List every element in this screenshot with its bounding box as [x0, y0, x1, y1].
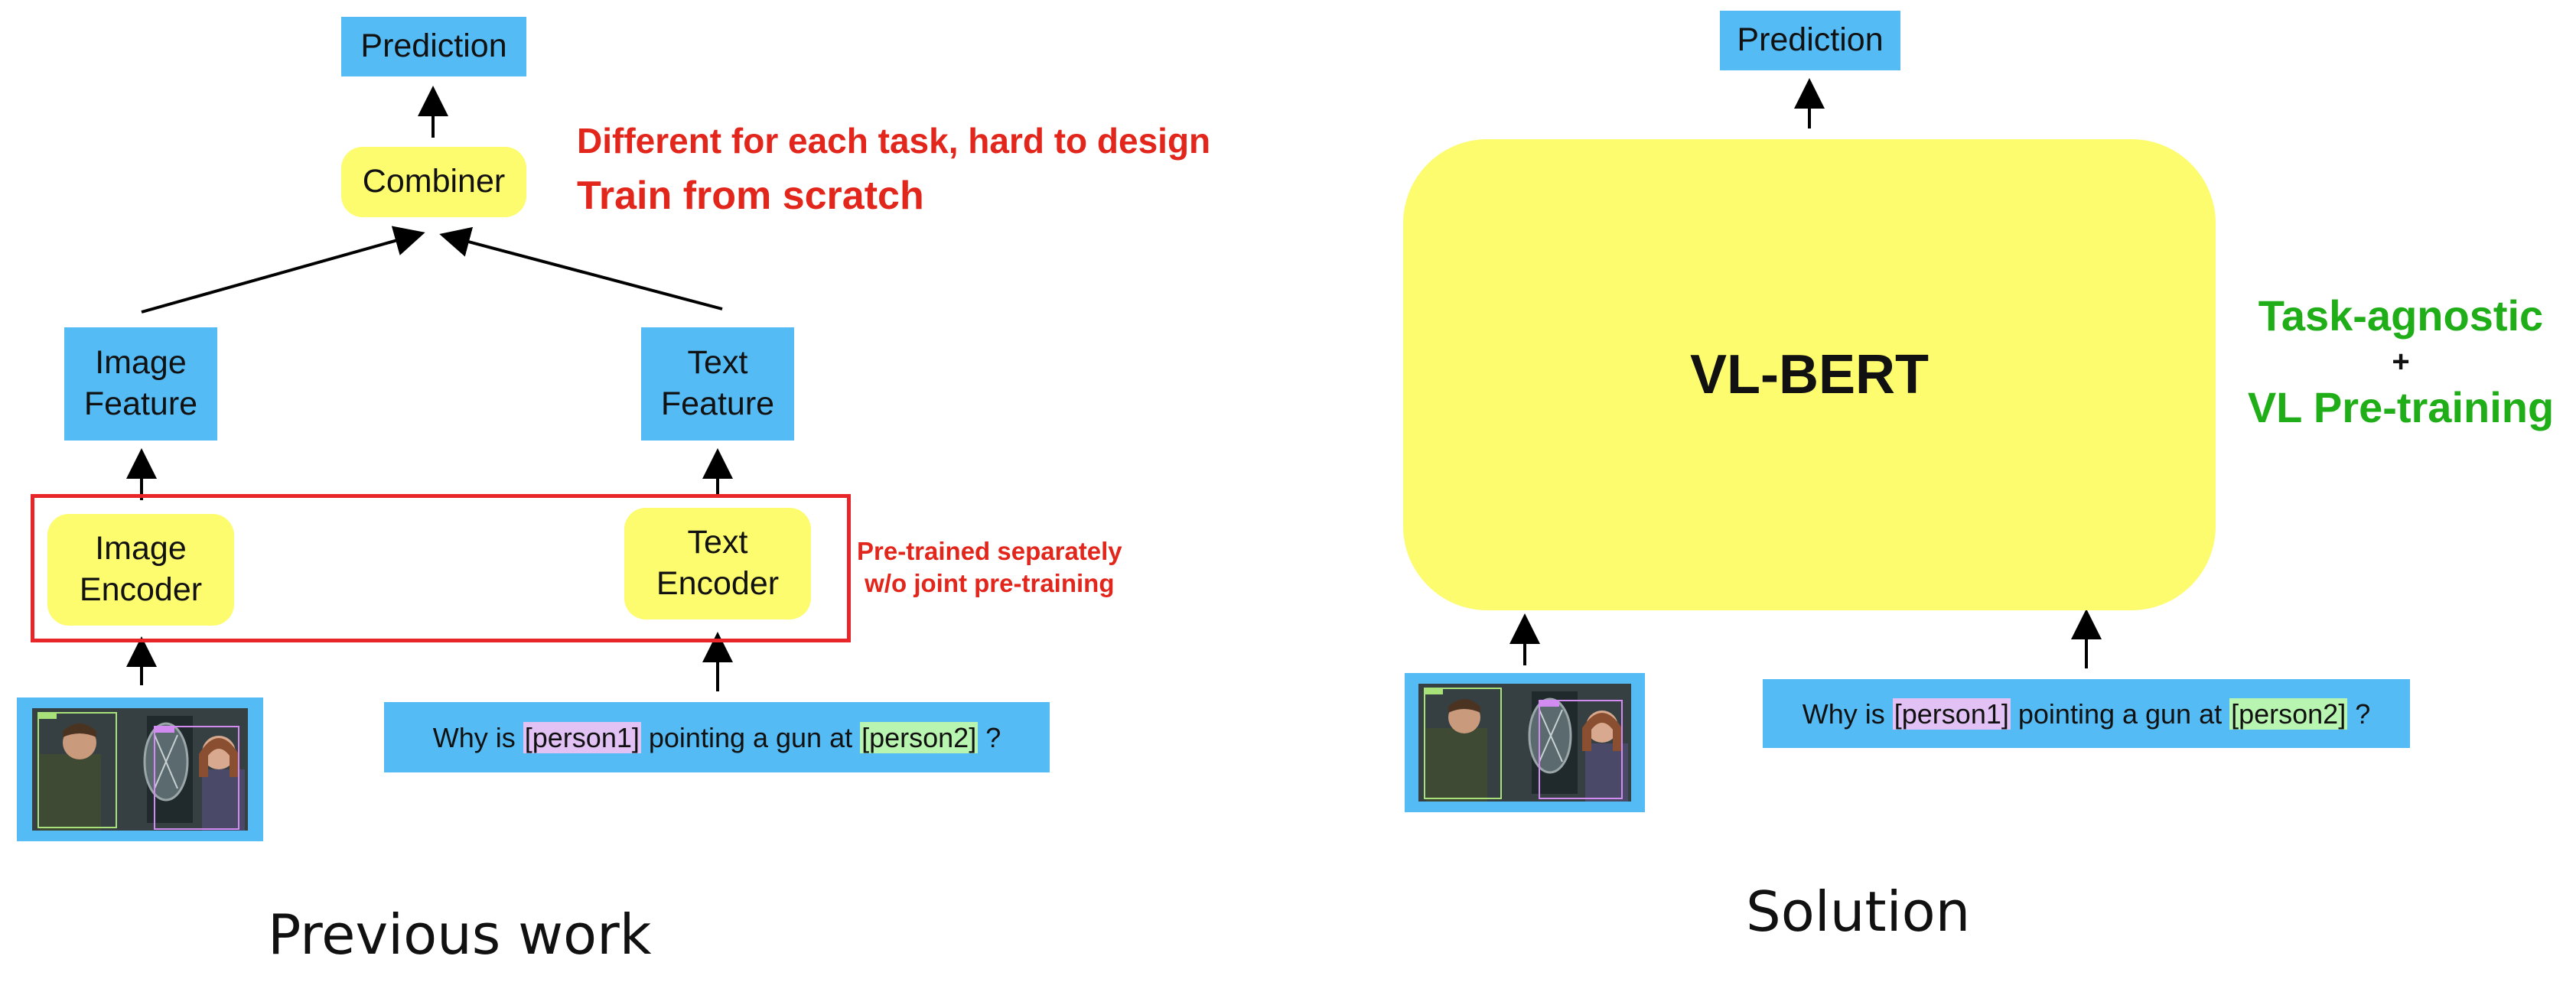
- right-person1-tag: [person1]: [1892, 697, 2011, 730]
- left-question-part3: ?: [978, 721, 1001, 753]
- left-prediction-label: Prediction: [360, 28, 507, 65]
- text-encoder-box: Text Encoder: [624, 508, 811, 619]
- vl-pretraining-label: VL Pre-training: [2247, 383, 2555, 431]
- right-prediction-label: Prediction: [1737, 21, 1884, 59]
- vlbert-note: Task-agnostic + VL Pre-training: [2240, 289, 2561, 434]
- combiner-note-line2: Train from scratch: [577, 174, 924, 218]
- left-question-part2: pointing a gun at: [640, 721, 861, 753]
- image-feature-label: Image Feature: [83, 344, 198, 422]
- arrow-image-feature-to-combiner: [141, 226, 425, 314]
- image-feature-box: Image Feature: [64, 327, 217, 441]
- pretrained-encoders-frame: [31, 494, 851, 642]
- right-prediction-box: Prediction: [1720, 11, 1900, 70]
- image-encoder-box: Image Encoder: [47, 514, 234, 626]
- left-question-box: Why is [person1] pointing a gun at [pers…: [384, 702, 1050, 772]
- text-encoder-label: Text Encoder: [656, 524, 780, 602]
- pretrained-note: Pre-trained separately w/o joint pre-tra…: [857, 535, 1122, 600]
- left-image-frame: [17, 697, 263, 841]
- left-caption: Previous work: [268, 902, 652, 967]
- text-feature-label: Text Feature: [660, 344, 775, 422]
- pretrained-note-line1: Pre-trained separately: [857, 537, 1122, 565]
- movie-still-image: [32, 708, 248, 831]
- vlbert-box: VL-BERT: [1403, 139, 2216, 610]
- combiner-box: Combiner: [341, 147, 526, 217]
- left-person2-tag: [person2]: [860, 721, 979, 753]
- arrow-text-feature-to-combiner: [439, 226, 723, 311]
- image-encoder-label: Image Encoder: [79, 530, 203, 608]
- combiner-note-line1: Different for each task, hard to design: [577, 121, 1211, 161]
- right-question-part3: ?: [2347, 697, 2371, 730]
- movie-still-image: [1418, 684, 1631, 802]
- vlbert-label: VL-BERT: [1690, 344, 1929, 405]
- text-feature-box: Text Feature: [641, 327, 794, 441]
- pretrained-note-line2: w/o joint pre-training: [865, 569, 1115, 597]
- combiner-note: Different for each task, hard to design …: [577, 113, 1210, 223]
- plus-sign: +: [2392, 345, 2410, 379]
- right-caption: Solution: [1746, 880, 1971, 944]
- right-question-text: Why is [person1] pointing a gun at [pers…: [1802, 697, 2371, 731]
- right-question-part2: pointing a gun at: [2010, 697, 2230, 730]
- task-agnostic-label: Task-agnostic: [2258, 291, 2544, 340]
- left-prediction-box: Prediction: [341, 17, 526, 76]
- right-question-box: Why is [person1] pointing a gun at [pers…: [1763, 679, 2410, 748]
- left-question-part1: Why is: [432, 721, 523, 753]
- right-image-frame: [1405, 673, 1645, 812]
- left-person1-tag: [person1]: [523, 721, 641, 753]
- left-question-text: Why is [person1] pointing a gun at [pers…: [433, 720, 1001, 755]
- combiner-label: Combiner: [362, 163, 506, 200]
- right-person2-tag: [person2]: [2229, 697, 2348, 730]
- right-question-part1: Why is: [1802, 697, 1893, 730]
